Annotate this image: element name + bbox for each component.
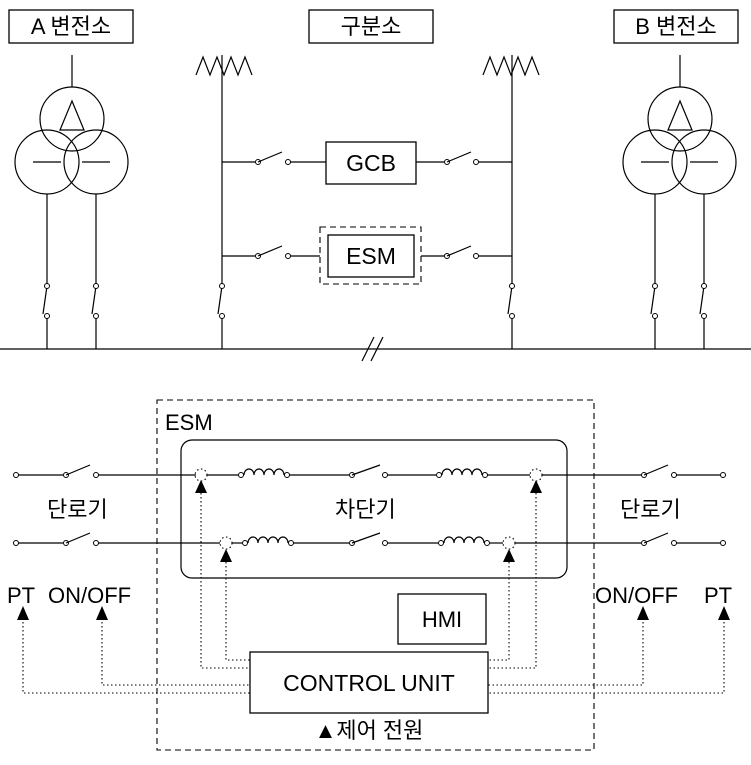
svg-text:CONTROL UNIT: CONTROL UNIT [283, 670, 455, 696]
svg-text:HMI: HMI [422, 607, 462, 632]
left-lightning-arrester [195, 55, 253, 349]
rail-line [0, 336, 751, 362]
svg-text:구분소: 구분소 [341, 14, 402, 39]
signal-lines [22, 493, 725, 694]
ct-arrows [195, 480, 542, 562]
substation-a-transformer [14, 55, 129, 349]
svg-text:GCB: GCB [346, 150, 396, 176]
svg-text:A 변전소: A 변전소 [31, 14, 111, 39]
line-1 [13, 464, 726, 482]
left-onoff-label: ON/OFF [48, 583, 131, 608]
right-pt-label: PT [704, 583, 732, 608]
esm-branch [222, 245, 512, 259]
substation-a-label: A 변전소 [8, 9, 134, 44]
line-2 [13, 532, 726, 550]
esm-panel: ESM [156, 399, 595, 751]
right-onoff-label: ON/OFF [595, 583, 678, 608]
gcb-box: GCB [325, 141, 417, 185]
svg-text:ESM: ESM [346, 243, 396, 269]
disconnector-left-label: 단로기 [47, 497, 108, 522]
substation-b-label: B 변전소 [613, 9, 739, 44]
breaker-label: 차단기 [335, 497, 396, 522]
svg-text:ESM: ESM [165, 410, 213, 435]
esm-box: ESM [319, 226, 422, 285]
right-lightning-arrester [482, 55, 540, 349]
substation-b-transformer [622, 55, 737, 349]
breaker-enclosure [180, 439, 568, 579]
control-power-label: ▲제어 전원 [315, 718, 424, 743]
control-unit-box: CONTROL UNIT [249, 651, 489, 714]
output-arrows [17, 606, 730, 620]
hmi-box: HMI [397, 593, 487, 645]
disconnector-right-label: 단로기 [620, 497, 681, 522]
svg-text:B 변전소: B 변전소 [635, 14, 717, 39]
left-pt-label: PT [7, 583, 35, 608]
gcb-branch [222, 151, 512, 165]
sectioning-post-label: 구분소 [308, 9, 434, 44]
